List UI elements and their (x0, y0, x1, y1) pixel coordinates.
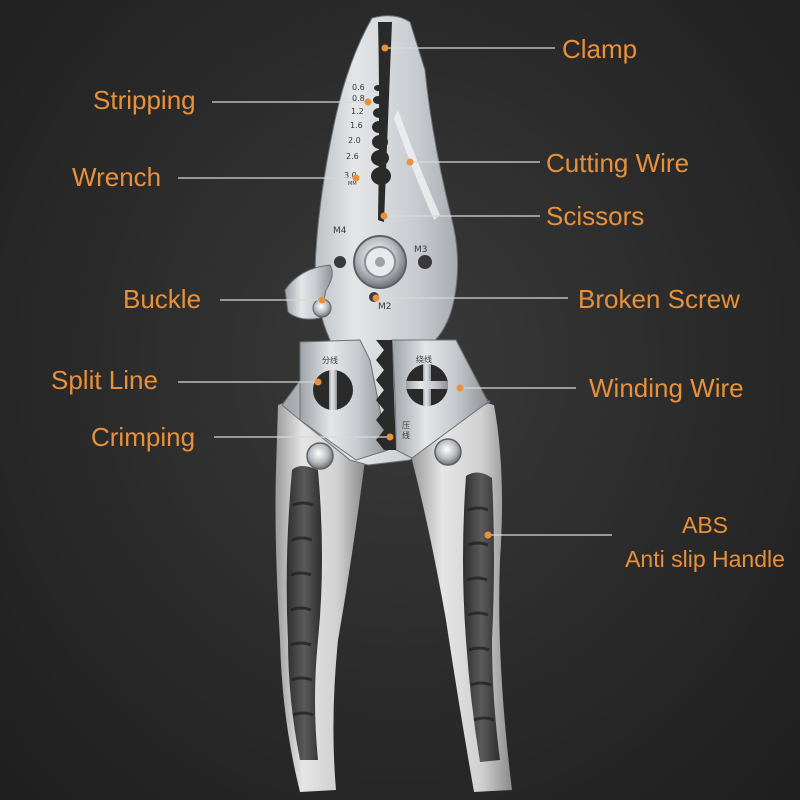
gauge-3-0: 3.0 (344, 171, 357, 180)
label-broken-screw: Broken Screw (578, 284, 740, 314)
m3-hole (418, 255, 432, 269)
leader-dots (314, 44, 492, 539)
gauge-2-6: 2.6 (346, 152, 359, 161)
steel-jaw-body (281, 15, 491, 466)
label-split-line: Split Line (51, 365, 158, 395)
label-abs: ABS (681, 512, 729, 538)
label-cutting-wire: Cutting Wire (546, 148, 690, 178)
label-winding-wire: Winding Wire (589, 373, 744, 403)
buckle (284, 264, 333, 320)
crimp-cn-marking-2: 线 (402, 430, 410, 440)
split-line-cn-marking: 分线 (322, 355, 338, 365)
crimp-teeth (376, 340, 396, 450)
label-abs-handle: ABS Anti slip Handle (612, 508, 798, 576)
gauge-1-2: 1.2 (351, 107, 364, 116)
label-buckle: Buckle (123, 284, 202, 314)
label-stripping: Stripping (93, 85, 196, 115)
right-handle-screw (434, 438, 462, 466)
left-handle (275, 400, 365, 792)
winding-cn-marking: 绕线 (416, 354, 432, 364)
m2-marking: M2 (378, 302, 392, 312)
label-wrench: Wrench (72, 162, 162, 192)
gauge-markings: 0.6 0.8 1.2 1.6 2.0 2.6 3.0 MM (344, 83, 365, 187)
gauge-0-8: 0.8 (352, 94, 365, 103)
label-anti-slip-handle: Anti slip Handle (625, 546, 785, 572)
gauge-unit: MM (348, 181, 357, 187)
label-clamp: Clamp (562, 34, 638, 64)
crimp-cn-marking-1: 压 (402, 421, 410, 430)
m4-marking: M4 (333, 226, 347, 236)
label-scissors: Scissors (546, 201, 645, 231)
left-handle-screw (306, 442, 334, 470)
stripping-holes (371, 85, 391, 185)
right-handle (412, 401, 512, 792)
m4-hole (334, 256, 346, 268)
gauge-0-6: 0.6 (352, 83, 365, 92)
label-crimping: Crimping (91, 422, 196, 452)
gauge-1-6: 1.6 (350, 121, 363, 130)
leader-lines (178, 47, 612, 536)
m3-marking: M3 (414, 245, 428, 255)
gauge-2-0: 2.0 (348, 136, 361, 145)
